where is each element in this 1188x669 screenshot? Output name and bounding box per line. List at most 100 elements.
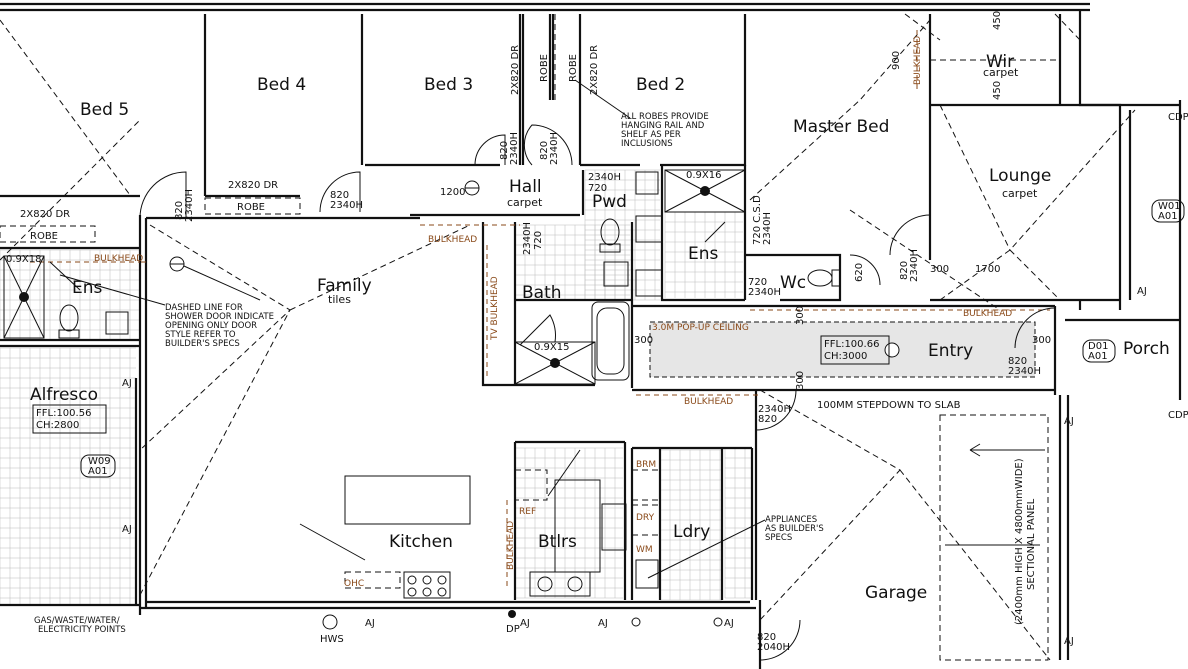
pwd-door-h: 2340H <box>588 172 621 183</box>
room-garage: Garage <box>865 583 927 603</box>
robe-note-2: HANGING RAIL AND <box>621 121 705 131</box>
leader-lines <box>59 79 766 579</box>
kitchen-fixtures <box>344 469 661 599</box>
hall-width: 1200 <box>440 187 465 198</box>
hws-label: HWS <box>320 634 344 645</box>
aj-label-4: AJ <box>724 618 734 629</box>
bathtub <box>591 301 630 381</box>
aj-label-3: AJ <box>598 618 608 629</box>
bed3-door-w: 820 <box>499 141 510 160</box>
door-swings <box>49 124 1056 661</box>
shower-note-4: STYLE REFER TO <box>165 330 236 340</box>
aj-label-8: AJ <box>1064 416 1074 427</box>
d450-mid: 450 <box>992 81 1003 100</box>
d300-entry-bottom: 300 <box>795 371 806 390</box>
door-d01: D01 <box>1088 341 1108 352</box>
bath-shower-size: 0.9X15 <box>534 342 569 353</box>
ref-label: REF <box>519 507 536 517</box>
robes <box>0 14 1060 243</box>
entry-door-w: 820 <box>1008 356 1027 367</box>
bed2-door-w: 820 <box>539 141 550 160</box>
pwd-door-w: 720 <box>588 183 607 194</box>
d300-lounge: 300 <box>930 264 949 275</box>
wc-door-w: 720 <box>748 277 767 288</box>
garage-int-door-w: 820 <box>758 414 777 425</box>
basins <box>105 171 663 589</box>
wm-label: WM <box>636 545 653 555</box>
bed4-robe-label: ROBE <box>237 202 265 213</box>
cdp-bottom: CDP <box>1168 410 1188 421</box>
ohc-label: OHC <box>344 579 364 589</box>
room-ens-master: Ens <box>688 244 719 264</box>
bulkhead-lines <box>30 30 1050 590</box>
bed4-robe-door: 2X820 DR <box>228 180 278 191</box>
room-wir: Wir <box>986 52 1014 72</box>
room-bath: Bath <box>522 283 562 303</box>
shower-note-2: SHOWER DOOR INDICATE <box>165 312 274 322</box>
tv-bulkhead: TV BULKHEAD <box>490 276 500 341</box>
window-tags <box>32 199 1185 478</box>
brm-label: BRM <box>636 460 656 470</box>
room-pwd: Pwd <box>592 192 627 212</box>
alfresco-ffl: FFL:100.56 <box>36 408 91 419</box>
window-w09-sheet: A01 <box>88 466 108 477</box>
bed3-robe-door: 2X820 DR <box>510 45 521 95</box>
shower-note-1: DASHED LINE FOR <box>165 303 243 313</box>
room-labels: Bed 5 Bed 4 Bed 3 Bed 2 Master Bed Wir c… <box>30 52 1170 603</box>
d300-entry-top: 300 <box>795 306 806 325</box>
wc-door-h: 2340H <box>748 287 781 298</box>
bulkhead-btlrs: BULKHEAD <box>506 521 516 570</box>
room-bed4: Bed 4 <box>257 75 306 95</box>
cdp-top: CDP <box>1168 112 1188 123</box>
d1700: 1700 <box>975 264 1000 275</box>
room-btlrs: Btlrs <box>538 532 577 552</box>
bed2-robe-door: 2X820 DR <box>589 45 600 95</box>
room-wc: Wc <box>780 273 806 293</box>
room-bed2: Bed 2 <box>636 75 685 95</box>
ens-bed5-shower-size: 0.9X18 <box>6 254 41 265</box>
aj-label-2: AJ <box>520 618 530 629</box>
dry-label: DRY <box>636 513 655 523</box>
bulkhead-hall: BULKHEAD <box>428 235 477 245</box>
popup-ceiling-area <box>649 321 1036 378</box>
d300-entry-right: 300 <box>1032 335 1051 346</box>
aj-label-1: AJ <box>365 618 375 629</box>
appliance-note-3: SPECS <box>765 533 792 543</box>
door-d01-sheet: A01 <box>1088 351 1108 362</box>
window-w01: W01 <box>1158 201 1181 212</box>
room-ldry: Ldry <box>673 522 710 542</box>
garage-door <box>939 414 1049 661</box>
ens-shower-size: 0.9X16 <box>686 170 721 181</box>
room-hall-floor: carpet <box>507 196 543 209</box>
entry-door-h: 2340H <box>1008 366 1041 377</box>
bed5-door-w: 820 <box>174 201 185 220</box>
bulkhead-ens: BULKHEAD <box>94 254 143 264</box>
room-family-floor: tiles <box>328 293 351 306</box>
bed4-door-w: 820 <box>330 190 349 201</box>
window-w01-sheet: A01 <box>1158 211 1178 222</box>
bed4-door-h: 2340H <box>330 200 363 211</box>
room-bed5: Bed 5 <box>80 100 129 120</box>
room-ens-bed5: Ens <box>72 278 103 298</box>
aj-label-6: AJ <box>122 524 132 535</box>
garage-int-door-h: 2340H <box>758 404 791 415</box>
showers <box>3 169 746 385</box>
bulkhead-wir: BULKHEAD <box>913 36 923 85</box>
room-bed3: Bed 3 <box>424 75 473 95</box>
d620: 620 <box>854 263 865 282</box>
roof-lines <box>0 13 1136 661</box>
aj-label-9: AJ <box>1064 636 1074 647</box>
room-kitchen: Kitchen <box>389 532 453 552</box>
bed5-robe-label: ROBE <box>30 231 58 242</box>
stepdown-note: 100MM STEPDOWN TO SLAB <box>817 400 961 411</box>
garage-door-size: (2400mm HIGH X 4800mmWIDE) <box>1014 458 1025 625</box>
room-alfresco: Alfresco <box>30 385 98 405</box>
alfresco-ch: CH:2800 <box>36 420 79 431</box>
shower-note-3: OPENING ONLY DOOR <box>165 321 257 331</box>
master-door-w: 820 <box>899 261 910 280</box>
dimension-labels: 2X820 DR ROBE 2X820 DR ROBE 2X820 DR ROB… <box>6 11 1051 653</box>
room-hall: Hall <box>509 177 542 197</box>
dp-label: DP <box>506 624 520 635</box>
